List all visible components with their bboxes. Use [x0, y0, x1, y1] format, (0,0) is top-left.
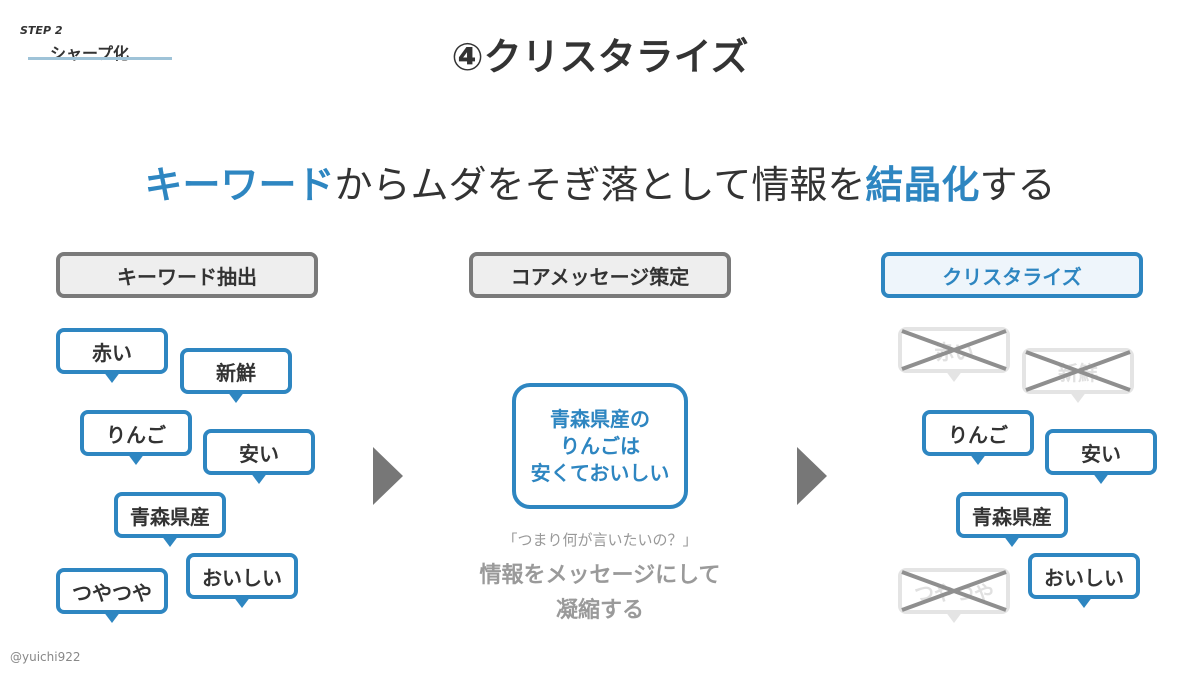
removed-keyword-bubble: 赤い [898, 327, 1010, 382]
core-message-line: りんごは [560, 433, 640, 458]
keyword-label: おいしい [202, 565, 282, 590]
kept-keyword-bubble: りんご [922, 410, 1034, 465]
cross-out-icon [901, 570, 1007, 612]
right-triangle-icon [797, 447, 827, 505]
keyword-label: 青森県産 [972, 504, 1052, 529]
right-triangle-icon [373, 447, 403, 505]
removed-keyword-bubble: 新鮮 [1022, 348, 1134, 403]
bubble-tail [1003, 535, 1021, 547]
bubble-tail [1092, 472, 1110, 484]
headline-end: する [979, 163, 1056, 207]
explanation-line: 凝縮する [555, 598, 644, 623]
question-text: 「つまり何が言いたいの？」 [502, 531, 698, 549]
keyword-label: 安い [1081, 441, 1121, 466]
core-message-box: 青森県産の りんごは 安くておいしい [512, 383, 688, 509]
removed-keyword-bubble: つやつや [898, 568, 1010, 623]
kept-keyword-bubble: 青森県産 [956, 492, 1068, 547]
bubble-tail [103, 611, 121, 623]
keyword-label: おいしい [1044, 565, 1124, 590]
headline-keyword: キーワード [144, 163, 335, 207]
cross-out-icon [901, 329, 1007, 371]
page-title: ④クリスタライズ [451, 35, 749, 79]
bubble-tail [161, 535, 179, 547]
bubble-tail [227, 391, 245, 403]
keyword-label: 青森県産 [130, 504, 210, 529]
bubble-tail [1075, 596, 1093, 608]
kept-keyword-bubble: おいしい [1028, 553, 1140, 608]
bubble-tail [945, 611, 963, 623]
keyword-bubble: 青森県産 [114, 492, 226, 547]
step-underline [28, 57, 172, 60]
keyword-label: りんご [106, 422, 166, 447]
cross-out-icon [1025, 350, 1131, 392]
keyword-bubble: 赤い [56, 328, 168, 383]
keyword-label: つやつや [72, 580, 152, 605]
bubble-tail [1069, 391, 1087, 403]
core-message-line: 青森県産の [550, 406, 650, 431]
keyword-label: 新鮮 [216, 360, 256, 385]
keyword-label: 安い [239, 441, 279, 466]
keyword-bubble: りんご [80, 410, 192, 465]
kept-keyword-bubble: 安い [1045, 429, 1157, 484]
headline: キーワードからムダをそぎ落として情報を結晶化する [0, 154, 1200, 209]
keyword-bubble: 新鮮 [180, 348, 292, 403]
headline-crystallize: 結晶化 [865, 163, 980, 207]
bubble-tail [969, 453, 987, 465]
keyword-bubble: つやつや [56, 568, 168, 623]
explanation-line: 情報をメッセージにして [479, 563, 721, 588]
step-label: STEP 2 [20, 24, 63, 37]
keyword-bubble: 安い [203, 429, 315, 484]
bubble-tail [250, 472, 268, 484]
bubble-tail [945, 370, 963, 382]
author-credit: @yuichi922 [10, 650, 81, 664]
bubble-tail [103, 371, 121, 383]
keyword-bubble: おいしい [186, 553, 298, 608]
core-message-line: 安くておいしい [530, 460, 670, 485]
core-message-header: コアメッセージ策定 [469, 252, 731, 298]
keyword-label: りんご [948, 422, 1008, 447]
bubble-tail [233, 596, 251, 608]
keyword-extraction-header: キーワード抽出 [56, 252, 318, 298]
crystallize-header: クリスタライズ [881, 252, 1143, 298]
headline-text: からムダをそぎ落として情報を [334, 163, 866, 207]
bubble-tail [127, 453, 145, 465]
keyword-label: 赤い [92, 340, 132, 365]
